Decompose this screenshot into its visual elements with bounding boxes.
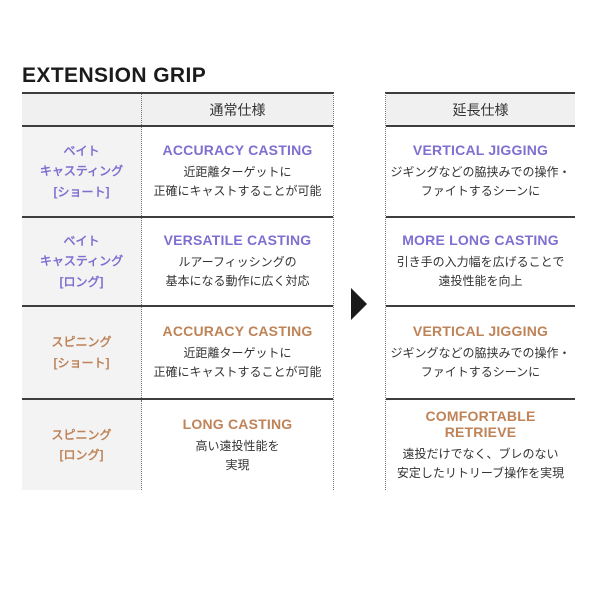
table-row: COMFORTABLE RETRIEVE 遠投だけでなく、ブレのない 安定したリ… bbox=[386, 400, 575, 490]
cell-heading: LONG CASTING bbox=[182, 415, 293, 432]
cell-body: ルアーフィッシングの 基本になる動作に広く対応 bbox=[165, 255, 310, 288]
cell-body: 近距離ターゲットに 正確にキャストすることが可能 bbox=[153, 346, 322, 379]
extended-spec-header-row: 延長仕様 bbox=[386, 94, 575, 127]
extended-spec-cell: VERTICAL JIGGING ジギングなどの脇挟みでの操作・ ファイトするシ… bbox=[386, 127, 575, 216]
cell-body: 高い遠投性能を 実現 bbox=[195, 438, 280, 472]
cell-heading: COMFORTABLE RETRIEVE bbox=[425, 407, 536, 440]
extended-spec-cell: MORE LONG CASTING 引き手の入力幅を広げることで 遠投性能を向上 bbox=[386, 218, 575, 305]
normal-spec-cell: VERSATILE CASTING ルアーフィッシングの 基本になる動作に広く対… bbox=[142, 218, 333, 305]
cell-body: ジギングなどの脇挟みでの操作・ ファイトするシーンに bbox=[390, 165, 571, 198]
table-row: ベイト キャスティング [ロング] VERSATILE CASTING ルアーフ… bbox=[22, 218, 333, 307]
table-row: MORE LONG CASTING 引き手の入力幅を広げることで 遠投性能を向上 bbox=[386, 218, 575, 307]
row-label-bait-short: ベイト キャスティング [ショート] bbox=[22, 127, 142, 216]
table-row: ベイト キャスティング [ショート] ACCURACY CASTING 近距離タ… bbox=[22, 127, 333, 218]
table-row: スピニング [ロング] LONG CASTING 高い遠投性能を 実現 bbox=[22, 400, 333, 490]
cell-heading: ACCURACY CASTING bbox=[162, 142, 313, 159]
extended-spec-table: 延長仕様 VERTICAL JIGGING ジギングなどの脇挟みでの操作・ ファ… bbox=[385, 92, 575, 490]
cell-heading: VERTICAL JIGGING bbox=[412, 142, 549, 159]
table-row: VERTICAL JIGGING ジギングなどの脇挟みでの操作・ ファイトするシ… bbox=[386, 307, 575, 400]
row-label-spinning-long: スピニング [ロング] bbox=[22, 400, 142, 490]
normal-spec-header: 通常仕様 bbox=[209, 101, 266, 118]
arrow-right-icon bbox=[351, 288, 367, 320]
normal-spec-cell: LONG CASTING 高い遠投性能を 実現 bbox=[142, 400, 333, 490]
extended-spec-cell: VERTICAL JIGGING ジギングなどの脇挟みでの操作・ ファイトするシ… bbox=[386, 307, 575, 398]
row-label-bait-long: ベイト キャスティング [ロング] bbox=[22, 218, 142, 305]
cell-body: ジギングなどの脇挟みでの操作・ ファイトするシーンに bbox=[390, 346, 571, 379]
normal-spec-header-row: 通常仕様 bbox=[22, 94, 333, 127]
table-row: スピニング [ショート] ACCURACY CASTING 近距離ターゲットに … bbox=[22, 307, 333, 400]
extended-spec-header: 延長仕様 bbox=[452, 101, 509, 118]
normal-spec-table: 通常仕様 ベイト キャスティング [ショート] ACCURACY CASTING… bbox=[22, 92, 334, 490]
cell-heading: VERSATILE CASTING bbox=[163, 232, 312, 249]
normal-spec-cell: ACCURACY CASTING 近距離ターゲットに 正確にキャストすることが可… bbox=[142, 127, 333, 216]
cell-body: 近距離ターゲットに 正確にキャストすることが可能 bbox=[153, 165, 322, 198]
comparison-layout: 通常仕様 ベイト キャスティング [ショート] ACCURACY CASTING… bbox=[22, 92, 575, 490]
cell-heading: MORE LONG CASTING bbox=[402, 232, 559, 249]
label-header-cell bbox=[22, 94, 142, 125]
table-row: VERTICAL JIGGING ジギングなどの脇挟みでの操作・ ファイトするシ… bbox=[386, 127, 575, 218]
cell-heading: VERTICAL JIGGING bbox=[412, 323, 549, 340]
normal-spec-cell: ACCURACY CASTING 近距離ターゲットに 正確にキャストすることが可… bbox=[142, 307, 333, 398]
cell-heading: ACCURACY CASTING bbox=[162, 323, 313, 340]
table-gap bbox=[334, 92, 385, 490]
extended-spec-cell: COMFORTABLE RETRIEVE 遠投だけでなく、ブレのない 安定したリ… bbox=[386, 400, 575, 490]
row-label-spinning-short: スピニング [ショート] bbox=[22, 307, 142, 398]
cell-body: 遠投だけでなく、ブレのない 安定したリトリーブ操作を実現 bbox=[396, 446, 565, 480]
page-title: EXTENSION GRIP bbox=[22, 64, 207, 88]
cell-body: 引き手の入力幅を広げることで 遠投性能を向上 bbox=[396, 255, 565, 288]
